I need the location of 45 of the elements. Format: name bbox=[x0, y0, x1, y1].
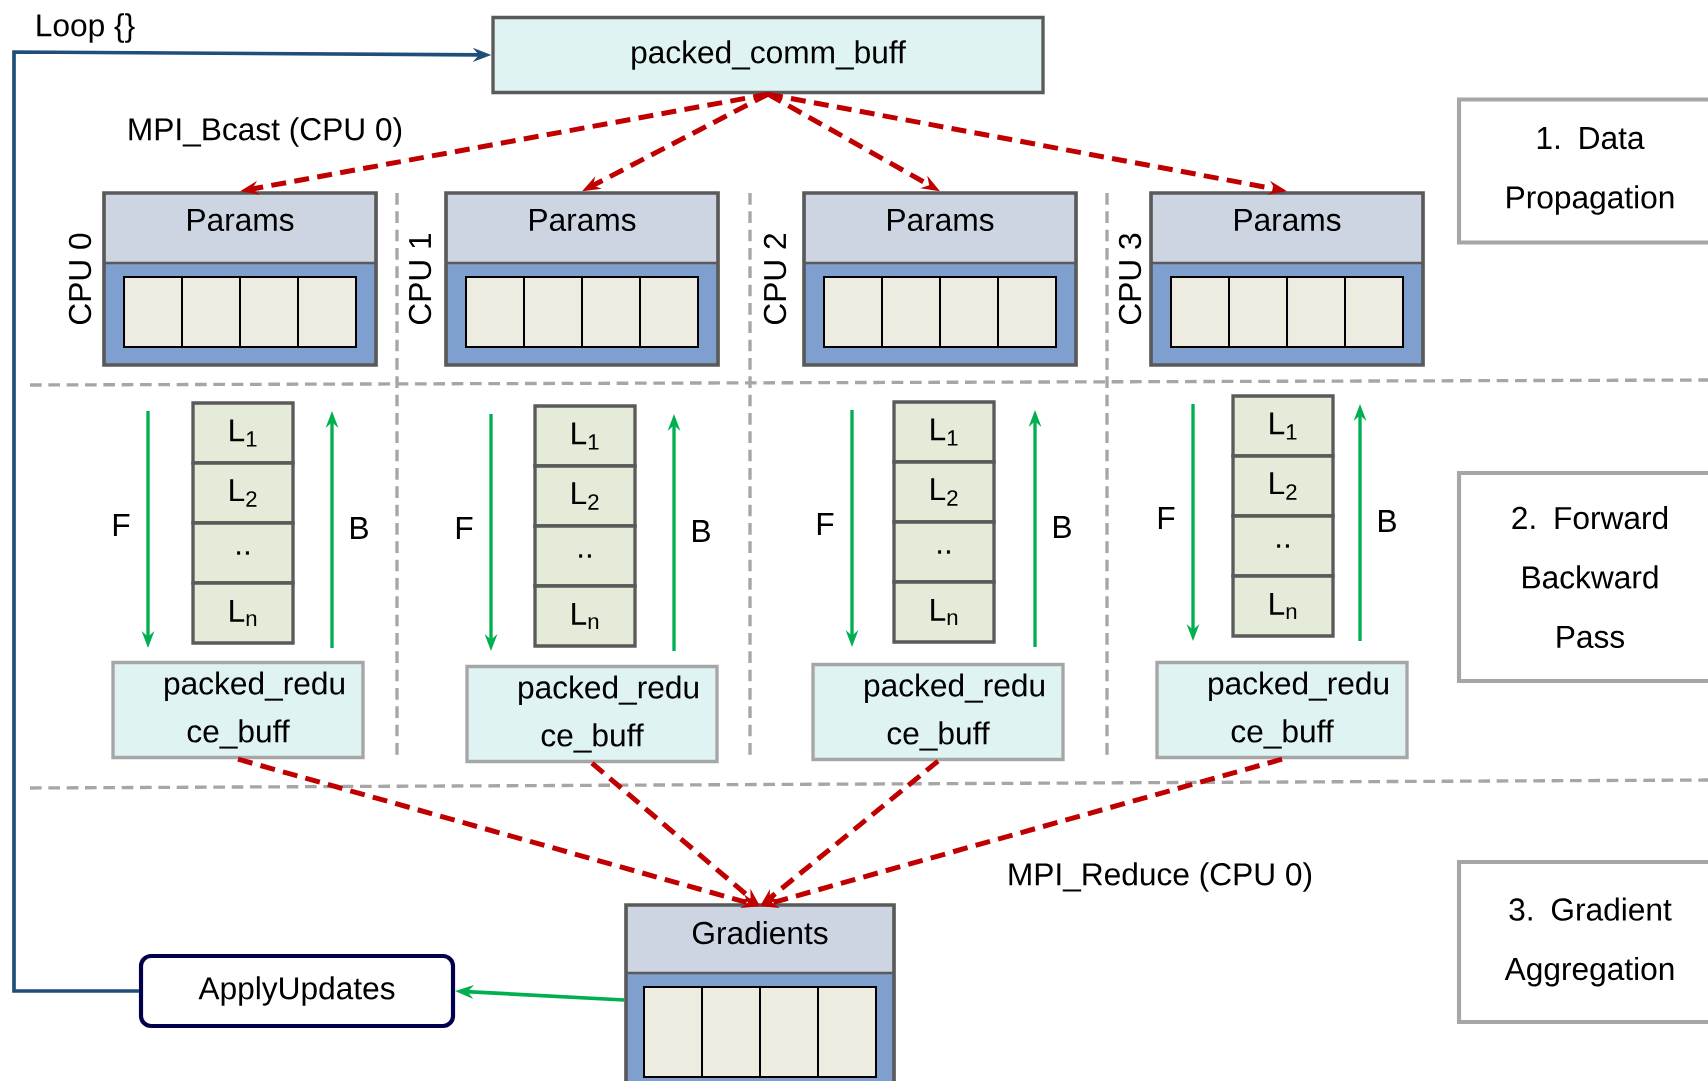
buffer-box: packed_comm_buff bbox=[491, 15, 1045, 95]
cpu-label: CPU 1 bbox=[408, 233, 432, 325]
channel-label: MPI_Reduce (CPU 0) bbox=[1005, 860, 1315, 894]
edge-label: Loop {} bbox=[33, 11, 137, 45]
cpu-label: CPU 0 bbox=[68, 233, 92, 325]
layer-box: L$_{n}$ bbox=[892, 580, 996, 644]
layer-box: L$_{2}$ bbox=[191, 461, 295, 525]
layer-box: L$_{2}$ bbox=[533, 464, 637, 528]
params-box: Params bbox=[444, 191, 720, 367]
layer-box: L$_{2}$ bbox=[1231, 454, 1335, 518]
direction-label: F bbox=[452, 515, 476, 541]
direction-label: B bbox=[1049, 514, 1075, 540]
channel-label: MPI_Bcast (CPU 0) bbox=[125, 115, 405, 149]
params-box: Params bbox=[1149, 191, 1425, 367]
layer-box: L$_{n}$ bbox=[191, 581, 295, 645]
direction-label: B bbox=[346, 515, 372, 541]
buffer-box: packed_redu ce_buff bbox=[811, 662, 1065, 762]
layer-box: .. bbox=[1231, 514, 1335, 578]
layer-box: .. bbox=[191, 521, 295, 585]
layer-box: L$_{n}$ bbox=[533, 584, 637, 648]
params-box: Params bbox=[802, 191, 1078, 367]
cpu-label: CPU 2 bbox=[763, 234, 787, 325]
layer-box: L$_{1}$ bbox=[892, 400, 996, 464]
buffer-box: packed_redu ce_buff bbox=[465, 664, 719, 764]
params-box: Params bbox=[102, 191, 378, 367]
direction-label: F bbox=[813, 511, 837, 537]
layer-box: L$_{1}$ bbox=[533, 404, 637, 468]
direction-label: F bbox=[1154, 505, 1178, 531]
direction-label: B bbox=[688, 518, 714, 544]
layer-box: L$_{n}$ bbox=[1231, 574, 1335, 638]
direction-label: B bbox=[1374, 508, 1400, 534]
gradients-box: Gradients bbox=[624, 903, 896, 1081]
layer-box: .. bbox=[533, 524, 637, 588]
layer-box: L$_{1}$ bbox=[191, 401, 295, 465]
layer-box: L$_{1}$ bbox=[1231, 394, 1335, 458]
buffer-box: packed_redu ce_buff bbox=[111, 660, 365, 760]
buffer-box: packed_redu ce_buff bbox=[1155, 660, 1409, 760]
stage-box: 3. Gradient Aggregation bbox=[1456, 859, 1708, 1025]
process-box: ApplyUpdates bbox=[138, 953, 456, 1029]
cpu-label: CPU 3 bbox=[1118, 233, 1142, 325]
layer-box: L$_{2}$ bbox=[892, 460, 996, 524]
layer-box: .. bbox=[892, 520, 996, 584]
stage-box: 1. Data Propagation bbox=[1456, 97, 1708, 245]
direction-label: F bbox=[109, 512, 133, 538]
stage-box: 2. Forward Backward Pass bbox=[1456, 470, 1708, 684]
